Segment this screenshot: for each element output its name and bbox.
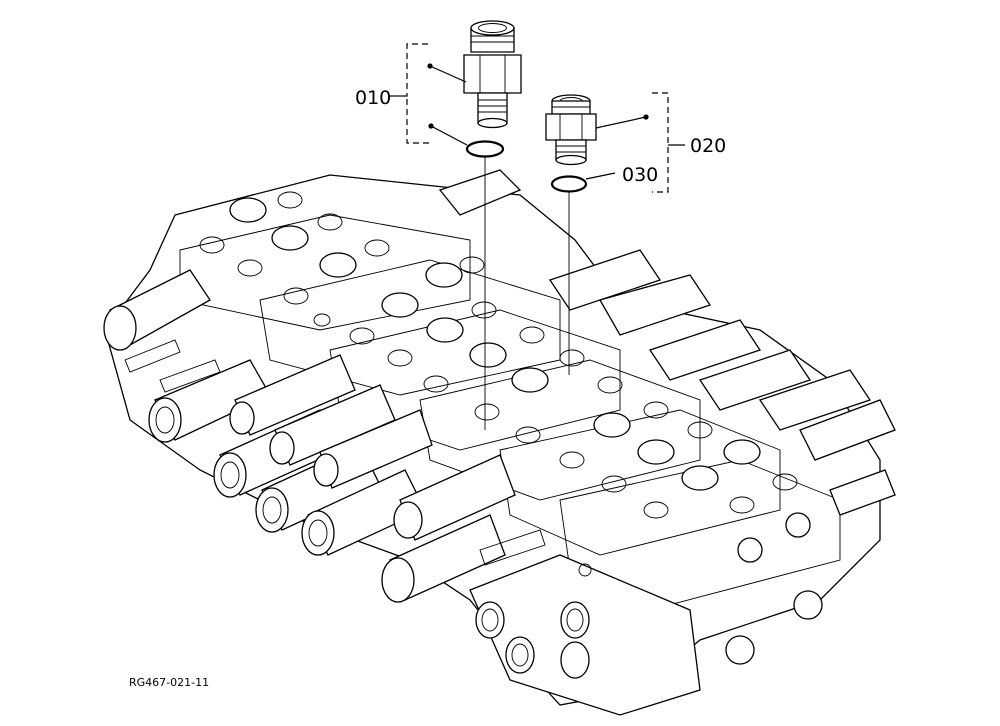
fitting-020	[545, 94, 597, 166]
callout-010: 010	[355, 43, 468, 146]
callout-030: 030	[585, 164, 658, 186]
callout-010-label: 010	[355, 87, 391, 109]
o-ring-030	[550, 175, 588, 193]
drawing-code: RG467-021-11	[129, 676, 209, 689]
control-valve-body	[103, 169, 896, 716]
fitting-010	[463, 20, 522, 129]
end-plate	[469, 512, 823, 716]
callout-020-label: 020	[690, 135, 726, 157]
spool-housings-right	[438, 169, 896, 516]
callout-030-label: 030	[622, 164, 658, 186]
callout-020: 020	[595, 92, 726, 193]
spool-housings-left	[103, 269, 516, 603]
o-ring-010	[465, 140, 505, 158]
